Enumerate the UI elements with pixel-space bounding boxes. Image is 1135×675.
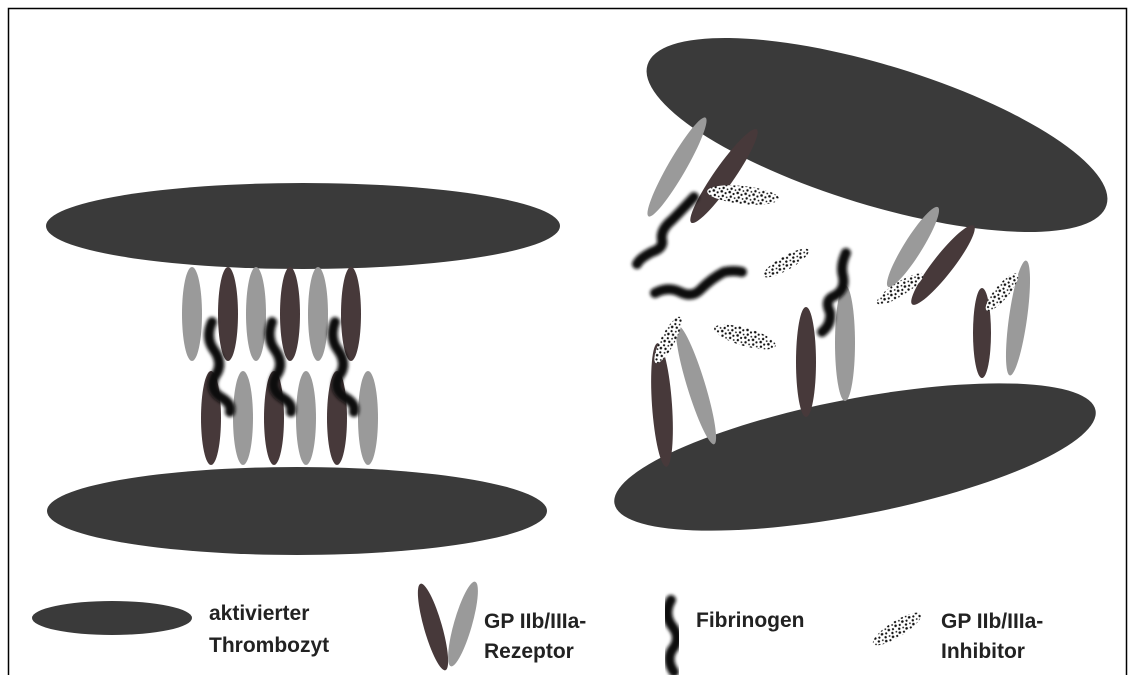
receptor-light	[246, 267, 266, 361]
receptor-light	[296, 371, 316, 465]
receptor-dark	[648, 342, 677, 467]
legend-item-receptor: GP IIb/IIIa- Rezeptor	[412, 579, 586, 673]
free-fibrinogen	[637, 197, 846, 332]
thrombocyte-ellipse-icon	[32, 601, 192, 635]
receptor-pair-icon	[412, 579, 484, 673]
left-aggregation-diagram	[46, 183, 560, 555]
legend: aktivierter Thrombozyt GP IIb/IIIa- Reze…	[32, 579, 1043, 673]
receptor-dark	[341, 267, 361, 361]
inhibitor-speckle-icon	[869, 607, 925, 650]
receptor-light	[182, 267, 202, 361]
legend-fibrinogen-label: Fibrinogen	[696, 609, 805, 632]
legend-thrombocyte-line2: Thrombozyt	[209, 634, 329, 657]
receptor-light	[233, 371, 253, 465]
legend-inhibitor-line2: Inhibitor	[941, 640, 1025, 663]
thrombocyte-left-bottom	[47, 467, 547, 555]
inhibitor	[712, 320, 778, 355]
legend-receptor-line2: Rezeptor	[484, 640, 574, 663]
fibrinogen-chain-icon	[667, 600, 677, 672]
receptor-dark	[218, 267, 238, 361]
receptor-light	[308, 267, 328, 361]
legend-item-thrombocyte: aktivierter Thrombozyt	[32, 601, 329, 657]
legend-thrombocyte-line1: aktivierter	[209, 602, 309, 625]
receptor-light	[669, 323, 722, 447]
fibrinogen-strand	[655, 271, 742, 295]
receptor-group-lower	[201, 371, 378, 465]
fibrinogen-strand	[637, 197, 694, 264]
thrombocyte-right-bottom	[603, 353, 1106, 560]
legend-item-inhibitor: GP IIb/IIIa- Inhibitor	[869, 607, 1043, 663]
receptor-dark	[280, 267, 300, 361]
legend-receptor-line1: GP IIb/IIIa-	[484, 610, 586, 633]
receptor-light	[835, 285, 855, 401]
receptor-light	[358, 371, 378, 465]
legend-item-fibrinogen: Fibrinogen	[667, 600, 804, 672]
inhibitor	[760, 244, 812, 282]
right-inhibited-diagram	[603, 0, 1127, 561]
legend-inhibitor-line1: GP IIb/IIIa-	[941, 610, 1043, 633]
thrombocyte-left-top	[46, 183, 560, 269]
receptor-dark	[796, 307, 816, 417]
